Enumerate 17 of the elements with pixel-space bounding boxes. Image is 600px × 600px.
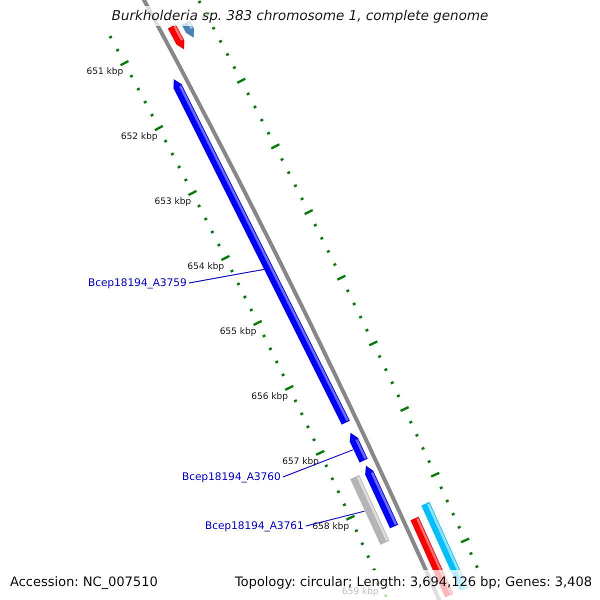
scale-label: 656 kbp xyxy=(251,392,288,402)
scale-label: 651 kbp xyxy=(86,67,124,78)
scale-label: 654 kbp xyxy=(187,262,224,272)
gene-label: Bcep18194_A3760 xyxy=(182,471,281,483)
leader-line xyxy=(306,510,365,526)
scale-label: 655 kbp xyxy=(220,326,256,337)
gene-bar xyxy=(350,432,368,463)
scale-label: 658 kbp xyxy=(312,522,350,532)
scale-label: 657 kbp xyxy=(282,456,319,467)
gene-bar xyxy=(350,474,390,545)
scale-label: 652 kbp xyxy=(120,132,158,142)
leader-line xyxy=(188,268,266,284)
gene-label: Bcep18194_A3759 xyxy=(88,277,187,289)
leader-line xyxy=(282,449,354,478)
gene-label: Bcep18194_A3761 xyxy=(205,520,304,532)
scale-label: 653 kbp xyxy=(154,197,192,208)
accession-text: Accession: NC_007510 xyxy=(10,575,158,590)
